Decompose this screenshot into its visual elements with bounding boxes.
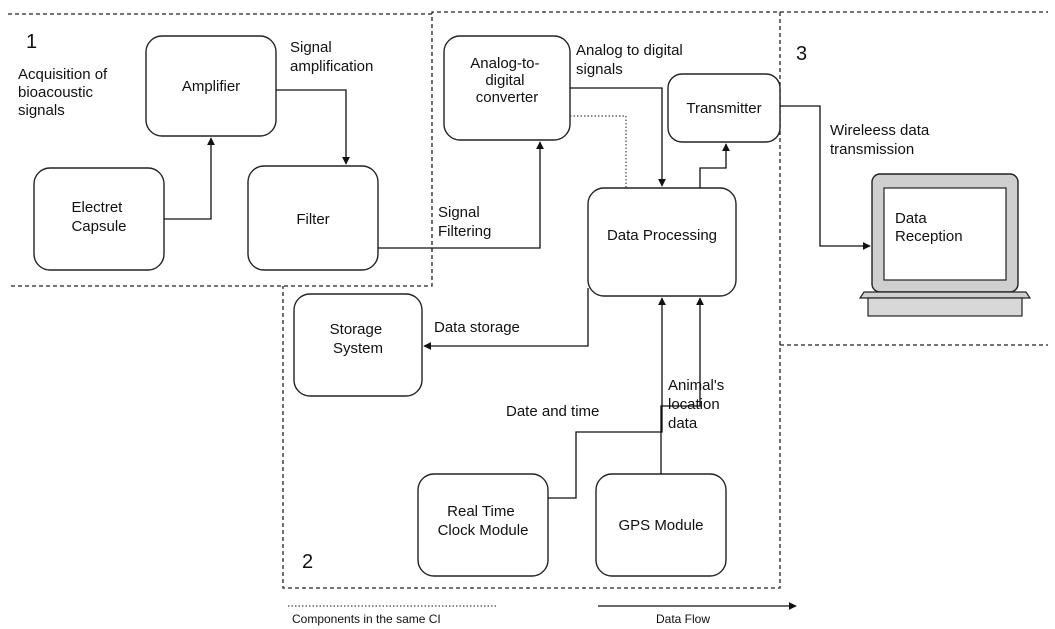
signal-filtering-label-line: Filtering	[438, 223, 491, 240]
legend-data-flow-label: Data Flow	[656, 612, 710, 626]
filter-label: Filter	[296, 211, 329, 228]
gps-module-box: GPS Module	[595, 473, 727, 577]
laptop-base	[867, 297, 1023, 317]
svg-text:Data Reception: Data Reception	[895, 210, 963, 245]
real-time-clock-label-line: Clock Module	[438, 522, 529, 539]
adc-label-line: converter	[476, 89, 539, 106]
location-data-label-line: Animal's	[668, 377, 724, 394]
gps-module-label: GPS Module	[618, 517, 703, 534]
wireless-transmission-label-line: transmission	[830, 141, 914, 158]
filter-box: Filter	[247, 165, 379, 271]
flow-electret-to-amplifier	[164, 137, 215, 220]
svg-text:Amplifier: Amplifier	[182, 78, 240, 95]
region-1-label: Acquisition of bioacoustic signals	[18, 66, 111, 119]
data-storage-label: Data storage	[434, 319, 520, 336]
flow-amplifier-to-filter	[276, 89, 350, 165]
date-and-time-label-line: Date and time	[506, 403, 599, 420]
signal-amplification-label-line: amplification	[290, 58, 373, 75]
data-reception-label-line: Data	[895, 210, 927, 227]
analog-to-digital-label-line: Analog to digital	[576, 42, 683, 59]
signal-amplification-label-line: Signal	[290, 39, 332, 56]
legend-same-ci-label: Components in the same CI	[292, 612, 441, 626]
date-and-time-label: Date and time	[506, 403, 599, 420]
region-1-number: 1	[26, 31, 37, 53]
region-1-label-line: Acquisition of	[18, 66, 108, 83]
region-1-label-line: bioacoustic	[18, 84, 94, 101]
svg-text:Data Processing: Data Processing	[607, 227, 717, 244]
location-data-label: Animal's location data	[668, 377, 728, 432]
region-2-boundary	[282, 11, 781, 589]
analog-to-digital-label: Analog to digital signals	[576, 42, 687, 78]
analog-to-digital-label-line: signals	[576, 61, 623, 78]
storage-system-label-line: System	[333, 340, 383, 357]
signal-amplification-label: Signal amplification	[290, 39, 373, 75]
electret-capsule-label-line: Electret	[71, 199, 123, 216]
legend: Components in the same CI Data Flow	[288, 602, 797, 626]
amplifier-box: Amplifier	[145, 35, 277, 137]
transmitter-label: Transmitter	[686, 100, 761, 117]
wireless-transmission-label-line: Wireleess data	[830, 122, 930, 139]
adc-label-line: digital	[485, 72, 524, 89]
svg-text:Analog-to- digital: Analog-to- digital converter	[470, 55, 543, 106]
svg-text:Filter: Filter	[296, 211, 329, 228]
laptop-hinge	[858, 291, 1032, 299]
data-processing-label: Data Processing	[607, 227, 717, 244]
region-3-boundary	[780, 11, 1048, 346]
region-2-number: 2	[302, 551, 313, 573]
region-boundaries	[8, 11, 1048, 589]
flow-processing-to-storage	[423, 288, 589, 350]
real-time-clock-box: Real Time Clock Module	[417, 473, 549, 577]
region-3-number: 3	[796, 43, 807, 65]
flow-rtc-to-processing	[548, 297, 666, 499]
svg-text:Transmitter: Transmitter	[686, 100, 761, 117]
laptop-screen	[883, 187, 1007, 281]
flow-filter-to-adc	[378, 141, 544, 249]
signal-filtering-label-line: Signal	[438, 204, 480, 221]
location-data-label-line: data	[668, 415, 698, 432]
storage-system-label-line: Storage	[330, 321, 383, 338]
amplifier-label: Amplifier	[182, 78, 240, 95]
laptop-icon: Data Reception	[858, 173, 1032, 317]
region-1-label-line: signals	[18, 102, 65, 119]
electret-capsule-box: Electret Capsule	[33, 167, 165, 271]
flow-connectors	[164, 87, 871, 499]
svg-text:GPS Module: GPS Module	[618, 517, 703, 534]
flow-gps-to-processing	[660, 297, 704, 474]
data-processing-box: Data Processing	[587, 187, 737, 297]
transmitter-box: Transmitter	[667, 73, 781, 143]
real-time-clock-label-line: Real Time	[447, 503, 515, 520]
adc-box: Analog-to- digital converter	[443, 35, 571, 141]
data-reception-label-line: Reception	[895, 228, 963, 245]
storage-system-box: Storage System	[293, 293, 423, 397]
svg-text:Electret Capsule: Electret Capsule	[71, 199, 126, 235]
svg-text:Real Time Clock Module: Real Time Clock Module	[438, 503, 529, 539]
data-storage-label-line: Data storage	[434, 319, 520, 336]
location-data-label-line: location	[668, 396, 720, 413]
wireless-transmission-label: Wireleess data transmission	[830, 122, 933, 158]
svg-text:Storage System: Storage System	[330, 321, 387, 357]
flow-adc-to-processing	[570, 87, 666, 187]
flow-processing-to-transmitter	[699, 143, 730, 188]
flow-transmitter-to-reception	[780, 105, 871, 250]
region-1-boundary	[8, 13, 433, 287]
same-ci-link-adc-processing	[570, 115, 627, 188]
adc-label-line: Analog-to-	[470, 55, 539, 72]
signal-filtering-label: Signal Filtering	[438, 204, 491, 240]
electret-capsule-label-line: Capsule	[71, 218, 126, 235]
